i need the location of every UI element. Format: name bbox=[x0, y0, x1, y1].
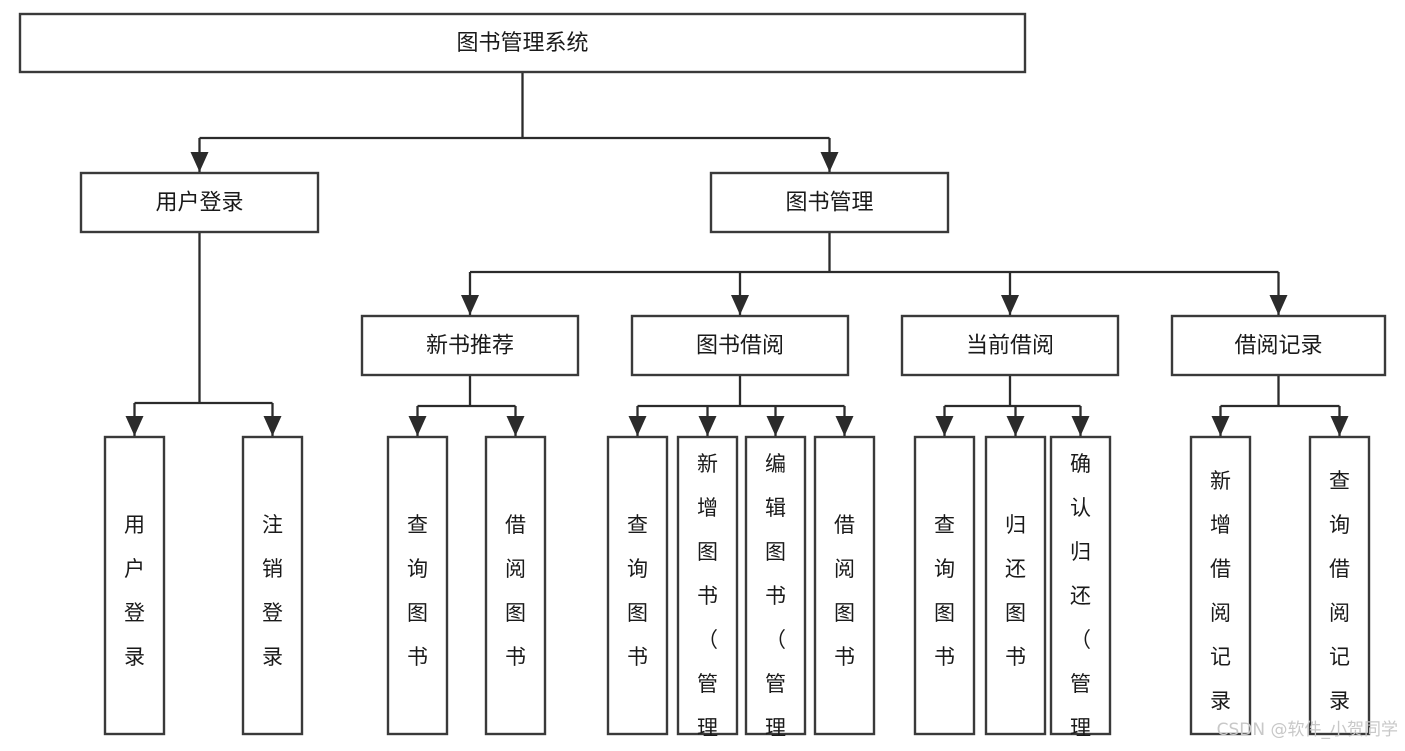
node-rect[interactable] bbox=[676, 435, 739, 736]
arrow-head-icon bbox=[1006, 416, 1025, 436]
node-label: 用户登录 bbox=[155, 191, 243, 216]
node-label: 图书管理 bbox=[785, 191, 873, 216]
node-leaf-query-borrow-record[interactable]: 查询借阅记录 bbox=[1308, 435, 1371, 736]
node-leaf-query-book-borrow[interactable]: 查询图书 bbox=[606, 435, 669, 736]
node-current-borrow[interactable]: 当前借阅 bbox=[900, 314, 1120, 377]
node-label: 确认归还（管理员） bbox=[1070, 452, 1091, 747]
node-rect[interactable] bbox=[913, 435, 976, 736]
node-root-root[interactable]: 图书管理系统 bbox=[18, 12, 1027, 74]
connectors-layer bbox=[125, 72, 1349, 436]
node-new-book-recommend[interactable]: 新书推荐 bbox=[360, 314, 580, 377]
node-label: 查询借阅记录 bbox=[1329, 469, 1350, 713]
node-label: 图书借阅 bbox=[696, 334, 784, 359]
node-label: 归还图书 bbox=[1005, 513, 1026, 669]
arrow-head-icon bbox=[461, 295, 479, 315]
node-leaf-edit-book[interactable]: 编辑图书（管理员） bbox=[744, 435, 807, 747]
node-leaf-query-book-recommend[interactable]: 查询图书 bbox=[386, 435, 449, 736]
node-rect[interactable] bbox=[1170, 314, 1387, 377]
node-borrow-records[interactable]: 借阅记录 bbox=[1170, 314, 1387, 377]
node-leaf-confirm-return[interactable]: 确认归还（管理员） bbox=[1049, 435, 1112, 747]
node-rect[interactable] bbox=[900, 314, 1120, 377]
node-rect[interactable] bbox=[103, 435, 166, 736]
arrow-head-icon bbox=[1001, 295, 1019, 315]
node-rect[interactable] bbox=[709, 171, 950, 234]
node-rect[interactable] bbox=[1049, 435, 1112, 736]
arrow-head-icon bbox=[698, 416, 717, 436]
node-rect[interactable] bbox=[360, 314, 580, 377]
node-rect[interactable] bbox=[744, 435, 807, 736]
node-rect[interactable] bbox=[813, 435, 876, 736]
node-rect[interactable] bbox=[606, 435, 669, 736]
node-leaf-borrow-book-recommend[interactable]: 借阅图书 bbox=[484, 435, 547, 736]
node-label: 借阅图书 bbox=[505, 513, 526, 669]
node-book-borrow[interactable]: 图书借阅 bbox=[630, 314, 850, 377]
node-user-login[interactable]: 用户登录 bbox=[79, 171, 320, 234]
node-rect[interactable] bbox=[241, 435, 304, 736]
arrow-head-icon bbox=[628, 416, 647, 436]
node-label: 新增借阅记录 bbox=[1210, 469, 1231, 713]
node-label: 查询图书 bbox=[934, 513, 955, 669]
node-rect[interactable] bbox=[1189, 435, 1252, 736]
node-label: 新增图书（管理员） bbox=[697, 452, 718, 747]
arrow-head-icon bbox=[1269, 295, 1288, 315]
node-leaf-borrow-book[interactable]: 借阅图书 bbox=[813, 435, 876, 736]
node-leaf-add-borrow-record[interactable]: 新增借阅记录 bbox=[1189, 435, 1252, 736]
node-label: 图书管理系统 bbox=[456, 31, 588, 56]
node-rect[interactable] bbox=[18, 12, 1027, 74]
node-leaf-user-login[interactable]: 用户登录 bbox=[103, 435, 166, 736]
node-label: 查询图书 bbox=[627, 513, 648, 669]
node-rect[interactable] bbox=[484, 435, 547, 736]
node-rect[interactable] bbox=[630, 314, 850, 377]
arrow-head-icon bbox=[125, 416, 144, 436]
arrow-head-icon bbox=[408, 416, 427, 436]
arrow-head-icon bbox=[190, 152, 209, 172]
node-label: 编辑图书（管理员） bbox=[765, 452, 786, 747]
arrow-head-icon bbox=[1071, 416, 1090, 436]
node-label: 当前借阅 bbox=[966, 334, 1054, 359]
node-label: 新书推荐 bbox=[426, 334, 514, 359]
node-label: 借阅记录 bbox=[1234, 334, 1322, 359]
arrow-head-icon bbox=[935, 416, 954, 436]
node-label: 查询图书 bbox=[407, 513, 428, 669]
arrow-head-icon bbox=[1330, 416, 1349, 436]
arrow-head-icon bbox=[766, 416, 785, 436]
arrow-head-icon bbox=[835, 416, 854, 436]
arrow-head-icon bbox=[731, 295, 749, 315]
nodes-layer: 图书管理系统用户登录图书管理新书推荐图书借阅当前借阅借阅记录用户登录注销登录查询… bbox=[18, 12, 1387, 747]
arrow-head-icon bbox=[1211, 416, 1230, 436]
node-label: 用户登录 bbox=[124, 513, 145, 669]
node-leaf-return-book[interactable]: 归还图书 bbox=[984, 435, 1047, 736]
node-rect[interactable] bbox=[79, 171, 320, 234]
node-leaf-user-logout[interactable]: 注销登录 bbox=[241, 435, 304, 736]
arrow-head-icon bbox=[820, 152, 839, 172]
node-label: 借阅图书 bbox=[834, 513, 855, 669]
node-book-management[interactable]: 图书管理 bbox=[709, 171, 950, 234]
arrow-head-icon bbox=[263, 416, 282, 436]
arrow-head-icon bbox=[506, 416, 525, 436]
node-leaf-query-book-current[interactable]: 查询图书 bbox=[913, 435, 976, 736]
node-label: 注销登录 bbox=[262, 513, 283, 669]
csdn-watermark: CSDN @软件_小贺同学 bbox=[1217, 720, 1398, 740]
node-rect[interactable] bbox=[1308, 435, 1371, 736]
node-leaf-add-book[interactable]: 新增图书（管理员） bbox=[676, 435, 739, 747]
node-rect[interactable] bbox=[984, 435, 1047, 736]
node-rect[interactable] bbox=[386, 435, 449, 736]
